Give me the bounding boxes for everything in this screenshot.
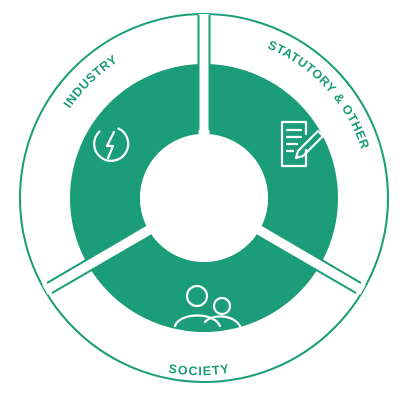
people-icon [173, 284, 242, 328]
power-bolt-icon [93, 127, 130, 162]
segment-dividers [42, 14, 366, 295]
center-hole [140, 134, 268, 262]
divider-outlines [46, 15, 362, 294]
document-pen-icon [280, 120, 325, 168]
inner-donut [69, 64, 338, 332]
segment-label-society: SOCIETY [168, 362, 231, 379]
